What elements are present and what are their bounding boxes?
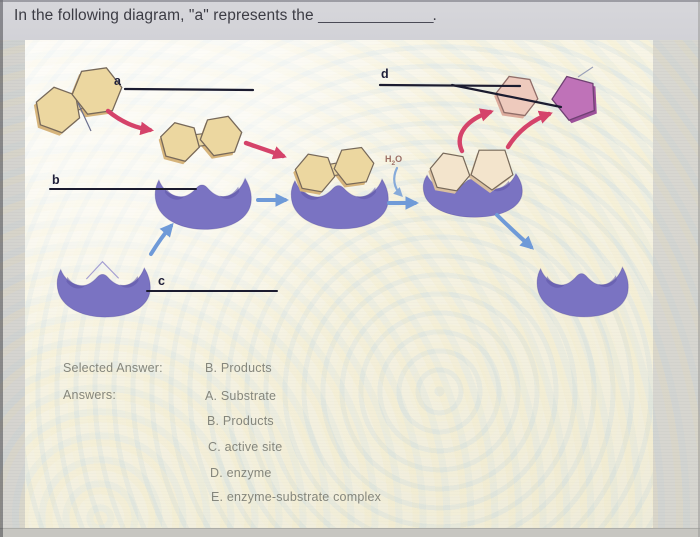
photo-top-edge [0, 0, 700, 2]
selected-answer-value: B. Products [205, 361, 272, 375]
label-b: b [52, 173, 60, 187]
question-period: . [432, 7, 437, 24]
label-water: H2O [385, 154, 403, 167]
question-title: In the following diagram, "a" represents… [14, 7, 437, 25]
answer-option-b: B. Products [207, 414, 274, 428]
photo-right-edge [698, 0, 700, 537]
answer-option-a: A. Substrate [205, 389, 277, 403]
selected-answer-label: Selected Answer: [63, 361, 163, 375]
answer-option-d: D. enzyme [210, 466, 272, 480]
answers-label: Answers: [63, 388, 117, 402]
answer-option-c: C. active site [208, 440, 283, 454]
diagram-panel [25, 40, 653, 528]
photo-left-edge [0, 0, 3, 537]
label-c: c [158, 274, 165, 288]
question-text: In the following diagram, "a" represents… [14, 7, 319, 24]
answer-blank: _______________ [318, 7, 433, 24]
label-a: a [114, 74, 121, 88]
answer-option-e: E. enzyme-substrate complex [211, 490, 382, 504]
question-header-band [0, 0, 700, 40]
photo-bottom-edge [0, 528, 700, 537]
label-d: d [381, 67, 389, 81]
